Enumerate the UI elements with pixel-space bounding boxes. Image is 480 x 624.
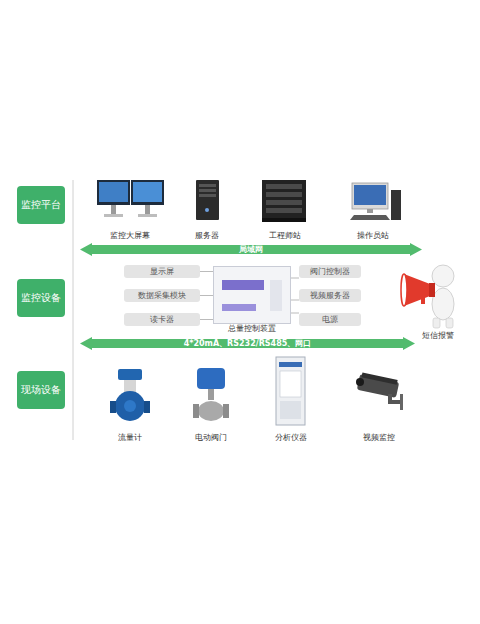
node-text: 局域网 — [80, 243, 422, 256]
band-shape — [80, 243, 422, 256]
node-text: 4*20mA、RS232/RS485、网口 — [80, 337, 415, 350]
module-box: 视频服务器 — [299, 289, 361, 302]
camera-icon — [356, 372, 403, 410]
controller-panel — [270, 280, 282, 311]
device-label: 分析仪器 — [251, 433, 331, 443]
tier-box: 现场设备 — [17, 371, 65, 409]
device-label: 视频监控 — [339, 433, 419, 443]
node-text: 监控设备 — [21, 291, 61, 305]
workstation-icon — [262, 180, 306, 222]
divider-line — [73, 180, 74, 440]
flowmeter-icon — [110, 369, 150, 421]
cabinet-icon — [276, 357, 305, 425]
monitor-icon — [97, 180, 164, 217]
node-text: 现场设备 — [21, 383, 61, 397]
link-line — [291, 313, 299, 314]
valve-icon — [193, 368, 229, 421]
tier-box: 监控平台 — [17, 186, 65, 224]
tier-box: 监控设备 — [17, 279, 65, 317]
controller-box: 总量控制装置 — [213, 266, 291, 334]
controller-panel — [222, 280, 264, 290]
band-shape — [80, 337, 415, 350]
controller-panel — [222, 304, 256, 311]
device-label: 流量计 — [90, 433, 170, 443]
node-text: 阀门控制器 — [310, 266, 350, 277]
pc-icon — [350, 183, 401, 220]
node-text: 总量控制装置 — [203, 324, 301, 334]
link-line — [200, 295, 213, 296]
node-text: 数据采集模块 — [138, 290, 186, 301]
device-label: 服务器 — [167, 231, 247, 241]
link-line — [200, 319, 213, 320]
node-text: 读卡器 — [150, 314, 174, 325]
module-box: 数据采集模块 — [124, 289, 200, 302]
module-box: 电源 — [299, 313, 361, 326]
link-line — [291, 278, 299, 279]
node-text: 电源 — [322, 314, 338, 325]
bus-band: 4*20mA、RS232/RS485、网口 — [80, 337, 415, 350]
link-line — [291, 300, 299, 301]
server-icon — [196, 180, 219, 220]
module-box: 阀门控制器 — [299, 265, 361, 278]
node-text: 视频服务器 — [310, 290, 350, 301]
device-label: 工程师站 — [245, 231, 325, 241]
module-box: 显示屏 — [124, 265, 200, 278]
node-text: 显示屏 — [150, 266, 174, 277]
megaphone-figure — [401, 265, 454, 328]
module-box: 读卡器 — [124, 313, 200, 326]
controller-frame — [214, 267, 291, 324]
link-line — [200, 271, 213, 272]
device-label: 操作员站 — [333, 231, 413, 241]
device-label: 监控大屏幕 — [90, 231, 170, 241]
controller-graphic — [213, 266, 291, 324]
bus-band: 局域网 — [80, 243, 422, 256]
device-label: 电动阀门 — [171, 433, 251, 443]
node-text: 监控平台 — [21, 198, 61, 212]
device-label: 短信报警 — [398, 331, 478, 341]
